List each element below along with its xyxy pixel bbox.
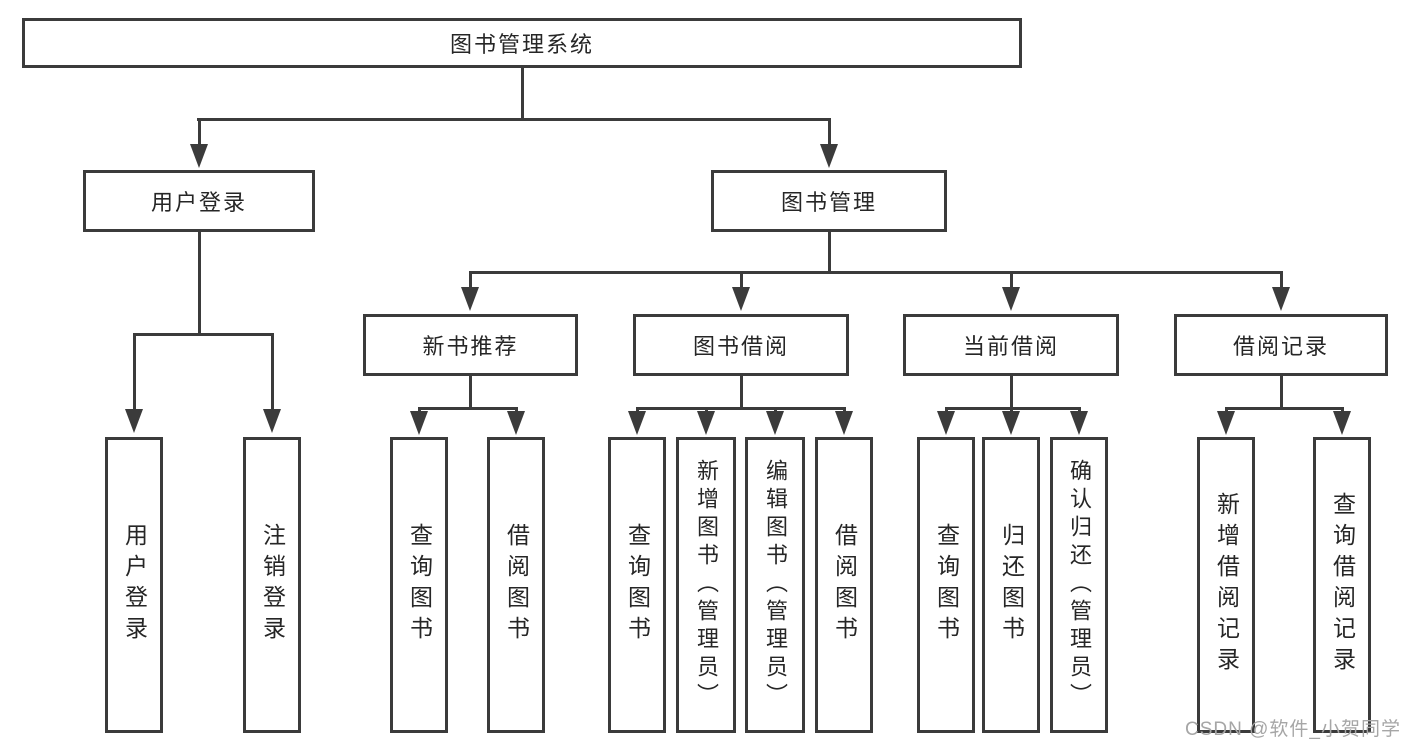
connector-br-stem xyxy=(1280,376,1283,410)
leaf-bb-add-books-label: 新增图书（管理员） xyxy=(694,459,719,711)
leaf-bb-borrow-books-label: 借阅图书 xyxy=(831,523,858,647)
node-new-book-recommend: 新书推荐 xyxy=(363,314,578,376)
connector-bookmgmt-hline xyxy=(469,271,1282,274)
leaf-cb-confirm-return: 确认归还（管理员） xyxy=(1050,437,1108,733)
connector-cb-stem xyxy=(1010,376,1013,410)
arrow-down-icon xyxy=(1272,287,1290,311)
arrow-down-icon xyxy=(1002,411,1020,435)
connector-leaf-shaft xyxy=(1010,407,1013,414)
connector-leaf-shaft xyxy=(843,407,846,414)
arrow-down-icon xyxy=(190,144,208,168)
connector-bookmgmt-stem xyxy=(828,232,831,274)
connector-leaf-shaft xyxy=(1078,407,1081,414)
node-book-management-label: 图书管理 xyxy=(780,190,877,215)
connector-leaf-shaft xyxy=(705,407,708,414)
connector-leaf-shaft xyxy=(636,407,639,414)
leaf-br-add-record-label: 新增借阅记录 xyxy=(1213,492,1240,678)
arrow-down-icon xyxy=(697,411,715,435)
arrow-down-icon xyxy=(1070,411,1088,435)
arrow-down-icon xyxy=(507,411,525,435)
connector-bb-stem xyxy=(740,376,743,410)
node-current-borrow-label: 当前借阅 xyxy=(962,334,1059,359)
leaf-cb-return-books: 归还图书 xyxy=(982,437,1040,733)
csdn-watermark: CSDN @软件_小贺同学 xyxy=(1185,719,1401,740)
leaf-bb-borrow-books: 借阅图书 xyxy=(815,437,873,733)
connector-cb-hline xyxy=(945,407,1081,410)
arrow-down-icon xyxy=(937,411,955,435)
leaf-nbr-query-books-label: 查询图书 xyxy=(406,523,433,647)
leaf-br-query-record: 查询借阅记录 xyxy=(1313,437,1371,733)
connector-userlogin-shaft xyxy=(198,118,201,146)
arrow-down-icon xyxy=(263,409,281,433)
leaf-br-add-record: 新增借阅记录 xyxy=(1197,437,1255,733)
node-current-borrow: 当前借阅 xyxy=(903,314,1119,376)
leaf-bb-add-books: 新增图书（管理员） xyxy=(676,437,736,733)
leaf-logout: 注销登录 xyxy=(243,437,301,733)
leaf-cb-return-books-label: 归还图书 xyxy=(998,523,1025,647)
arrow-down-icon xyxy=(125,409,143,433)
node-book-management: 图书管理 xyxy=(711,170,947,232)
connector-root-stem xyxy=(521,68,524,121)
arrow-down-icon xyxy=(820,144,838,168)
connector-leaf-shaft xyxy=(1225,407,1228,414)
connector-leaf-shaft xyxy=(133,333,136,409)
node-user-login-label: 用户登录 xyxy=(150,190,247,215)
node-new-book-recommend-label: 新书推荐 xyxy=(422,334,519,359)
leaf-cb-query-books-label: 查询图书 xyxy=(933,523,960,647)
connector-br-hline xyxy=(1225,407,1344,410)
leaf-cb-confirm-return-label: 确认归还（管理员） xyxy=(1067,459,1092,711)
arrow-down-icon xyxy=(732,287,750,311)
arrow-down-icon xyxy=(461,287,479,311)
connector-level3-shaft xyxy=(1280,271,1283,289)
leaf-user-login-label: 用户登录 xyxy=(121,523,148,647)
leaf-bb-edit-books-label: 编辑图书（管理员） xyxy=(763,459,788,711)
connector-leaf-shaft xyxy=(515,407,518,414)
connector-root-hline xyxy=(197,118,831,121)
node-borrow-records-label: 借阅记录 xyxy=(1232,334,1329,359)
arrow-down-icon xyxy=(628,411,646,435)
connector-nbr-hline xyxy=(418,407,518,410)
arrow-down-icon xyxy=(835,411,853,435)
node-root: 图书管理系统 xyxy=(22,18,1022,68)
arrow-down-icon xyxy=(1002,287,1020,311)
leaf-nbr-borrow-books-label: 借阅图书 xyxy=(503,523,530,647)
leaf-user-login: 用户登录 xyxy=(105,437,163,733)
arrow-down-icon xyxy=(410,411,428,435)
leaf-bb-query-books-label: 查询图书 xyxy=(624,523,651,647)
connector-level3-shaft xyxy=(469,271,472,289)
leaf-bb-edit-books: 编辑图书（管理员） xyxy=(745,437,805,733)
node-book-borrow: 图书借阅 xyxy=(633,314,849,376)
connector-bookmgmt-shaft xyxy=(828,118,831,146)
leaf-nbr-query-books: 查询图书 xyxy=(390,437,448,733)
arrow-down-icon xyxy=(1217,411,1235,435)
connector-leaf-shaft xyxy=(1341,407,1344,414)
leaf-cb-query-books: 查询图书 xyxy=(917,437,975,733)
connector-level3-shaft xyxy=(740,271,743,289)
node-book-borrow-label: 图书借阅 xyxy=(692,334,789,359)
connector-leaf-shaft xyxy=(418,407,421,414)
leaf-br-query-record-label: 查询借阅记录 xyxy=(1329,492,1356,678)
node-root-label: 图书管理系统 xyxy=(449,32,594,57)
connector-leaf-shaft xyxy=(945,407,948,414)
node-user-login: 用户登录 xyxy=(83,170,315,232)
connector-nbr-stem xyxy=(469,376,472,410)
leaf-bb-query-books: 查询图书 xyxy=(608,437,666,733)
connector-bb-hline xyxy=(636,407,846,410)
connector-leaf-shaft xyxy=(271,333,274,409)
node-borrow-records: 借阅记录 xyxy=(1174,314,1388,376)
arrow-down-icon xyxy=(1333,411,1351,435)
connector-level3-shaft xyxy=(1010,271,1013,289)
connector-userlogin-hline xyxy=(133,333,274,336)
connector-leaf-shaft xyxy=(774,407,777,414)
connector-userlogin-stem xyxy=(198,232,201,336)
leaf-logout-label: 注销登录 xyxy=(259,523,286,647)
arrow-down-icon xyxy=(766,411,784,435)
leaf-nbr-borrow-books: 借阅图书 xyxy=(487,437,545,733)
